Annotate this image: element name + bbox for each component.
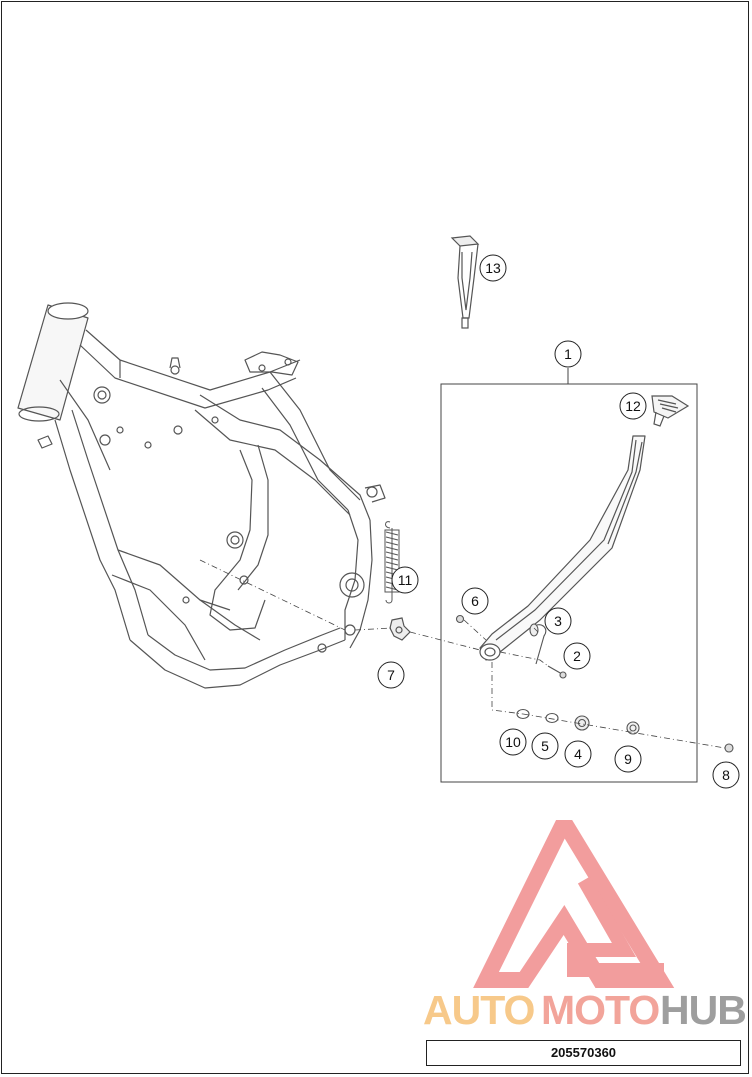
callout-8: 8 [712,761,740,789]
part-7-bracket [389,617,411,641]
svg-text:11: 11 [398,572,413,588]
svg-text:5: 5 [541,738,549,754]
callout-3: 3 [544,607,572,635]
svg-text:4: 4 [574,746,582,762]
svg-text:3: 3 [554,613,562,629]
callout-1: 1 [554,340,582,368]
diagram-part-number: 205570360 [426,1040,741,1066]
watermark-brand-part1: AUTO [423,987,535,1033]
callouts: 1 2 3 4 5 6 7 8 9 10 11 12 13 [377,254,740,789]
part-6-nut [455,614,465,624]
callout-2: 2 [563,642,591,670]
svg-text:1: 1 [564,346,572,362]
automotohub-logo [473,820,675,988]
svg-text:7: 7 [387,667,395,683]
part-8-bolt [724,743,734,753]
assembly-leader-lines [199,559,726,749]
svg-text:10: 10 [505,734,521,750]
logo-mark-outer [473,820,675,988]
callout-7: 7 [377,661,405,689]
callout-13: 13 [479,254,507,282]
callout-4: 4 [564,740,592,768]
callout-10: 10 [499,728,527,756]
callout-11: 11 [391,566,419,594]
part-5-washer [545,712,559,724]
motorcycle-frame [17,302,386,689]
watermark-brand-part2: MOTO [541,987,660,1033]
svg-text:2: 2 [573,648,581,664]
svg-text:8: 8 [722,767,730,783]
logo-mark-inner [567,876,664,977]
svg-text:12: 12 [625,398,641,414]
part-12-foot-pad [651,395,690,427]
callout-6: 6 [461,587,489,615]
hardware-parts [455,614,734,753]
part-13-tool [450,235,480,329]
svg-text:9: 9 [624,751,632,767]
svg-text:6: 6 [471,593,479,609]
svg-text:13: 13 [485,260,501,276]
callout-5: 5 [531,732,559,760]
part-10-washer [516,708,530,720]
part-2-screw [547,665,563,675]
callout-9: 9 [614,745,642,773]
callout-12: 12 [619,392,647,420]
part-11-spring [384,521,400,604]
part-9-sleeve [626,721,640,735]
watermark-brand-part3: HUB [660,987,747,1033]
